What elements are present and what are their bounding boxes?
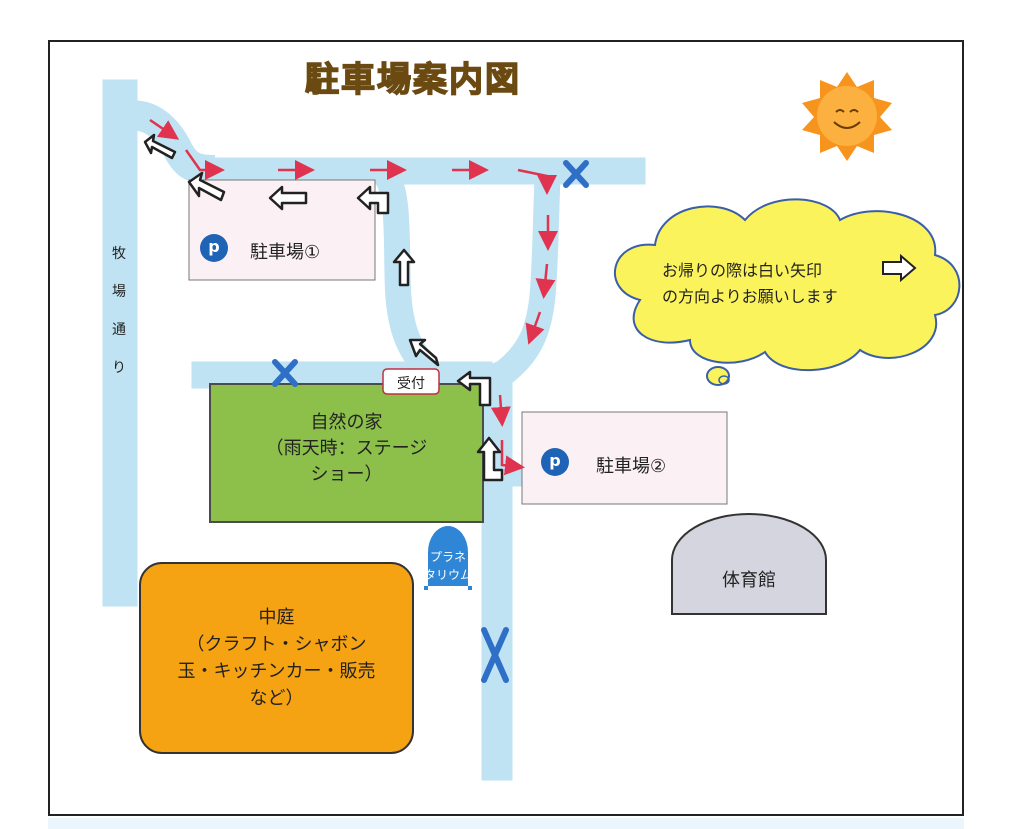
bubble-text: お帰りの際は白い矢印 の方向よりお願いします [662,258,838,310]
parking1-badge-letter: p [208,237,220,256]
courtyard-line3: 玉・キッチンカー・販売 [177,661,376,682]
road-char: 通 [112,322,126,338]
nature-house-line2: （雨天時：ステージ [265,438,428,459]
closed-x-icon [272,160,589,683]
road-char: 場 [112,284,126,300]
bubble-line1: お帰りの際は白い矢印 [662,261,823,280]
speech-bubble [613,198,961,386]
gym-label: 体育館 [722,570,776,591]
red-entry-arrow-icon [149,118,558,476]
nature-house-line3: ショー） [310,464,383,485]
courtyard-line1: 中庭 [258,607,295,628]
bokujo-road [102,79,138,607]
planetarium-line1: プラネ [429,550,466,564]
reception-label: 受付 [397,376,425,392]
parking-badge-icon [200,234,228,262]
road-char: り [112,360,126,376]
courtyard-line4: など） [249,688,304,709]
reception-tag [382,368,440,395]
parking2-badge-letter: p [549,451,561,470]
courtyard [139,562,414,754]
gym [671,513,827,615]
parking2-label: 駐車場② [596,456,667,477]
left-loop-road [374,165,561,395]
vertical-road [481,369,513,781]
nature-house [209,383,484,523]
planetarium-label: プラネ タリウム [412,548,484,584]
white-exit-arrow-icon [143,133,504,482]
bubble-line2: の方向よりお願いします [662,287,838,306]
planetarium-line2: タリウム [423,568,472,582]
courtyard-line2: （クラフト・シャボン [186,634,367,655]
bokujo-road-label: 牧 場 通 り [109,235,129,387]
planetarium [424,526,472,590]
nature-house-line1: 自然の家 [310,412,383,433]
map-title: 駐車場案内図 [304,59,521,101]
sun-icon [802,72,892,161]
courtyard-label: 中庭 （クラフト・シャボン 玉・キッチンカー・販売 など） [140,604,413,712]
nature-house-label: 自然の家 （雨天時：ステージ ショー） [210,410,483,488]
parking-badge-icon [541,448,569,476]
parking1-label: 駐車場① [250,242,321,263]
road-char: 牧 [112,246,126,262]
bottom-strip [48,818,964,829]
